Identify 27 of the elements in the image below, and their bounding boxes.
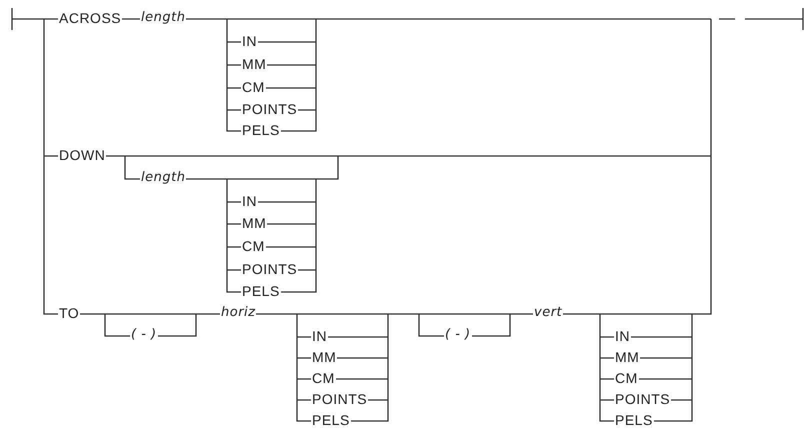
keyword-label: POINTS — [241, 101, 298, 117]
variable-label: length — [140, 170, 186, 186]
keyword-label: PELS — [311, 412, 351, 428]
keyword-label: DOWN — [58, 147, 106, 163]
keyword-label: PELS — [614, 412, 654, 428]
keyword-label: PELS — [241, 283, 281, 299]
keyword-label: CM — [241, 79, 266, 95]
keyword-label: ACROSS — [58, 10, 122, 26]
keyword-label: POINTS — [241, 261, 298, 277]
keyword-label: IN — [311, 328, 328, 344]
keyword-label: MM — [241, 215, 268, 231]
variable-label: ( - ) — [444, 327, 472, 343]
keyword-label: IN — [241, 193, 258, 209]
variable-label: ( - ) — [130, 327, 158, 343]
keyword-label: CM — [241, 238, 266, 254]
keyword-label: IN — [614, 328, 631, 344]
keyword-label: PELS — [241, 122, 281, 138]
keyword-label: MM — [311, 349, 338, 365]
keyword-label: POINTS — [614, 391, 672, 407]
keyword-label: TO — [58, 305, 80, 321]
keyword-label: POINTS — [311, 391, 368, 407]
variable-label: length — [140, 10, 186, 26]
keyword-label: IN — [241, 33, 258, 49]
keyword-label: MM — [241, 56, 268, 72]
keyword-label: CM — [311, 370, 336, 386]
keyword-label: CM — [614, 370, 639, 386]
keyword-label: MM — [614, 349, 640, 365]
